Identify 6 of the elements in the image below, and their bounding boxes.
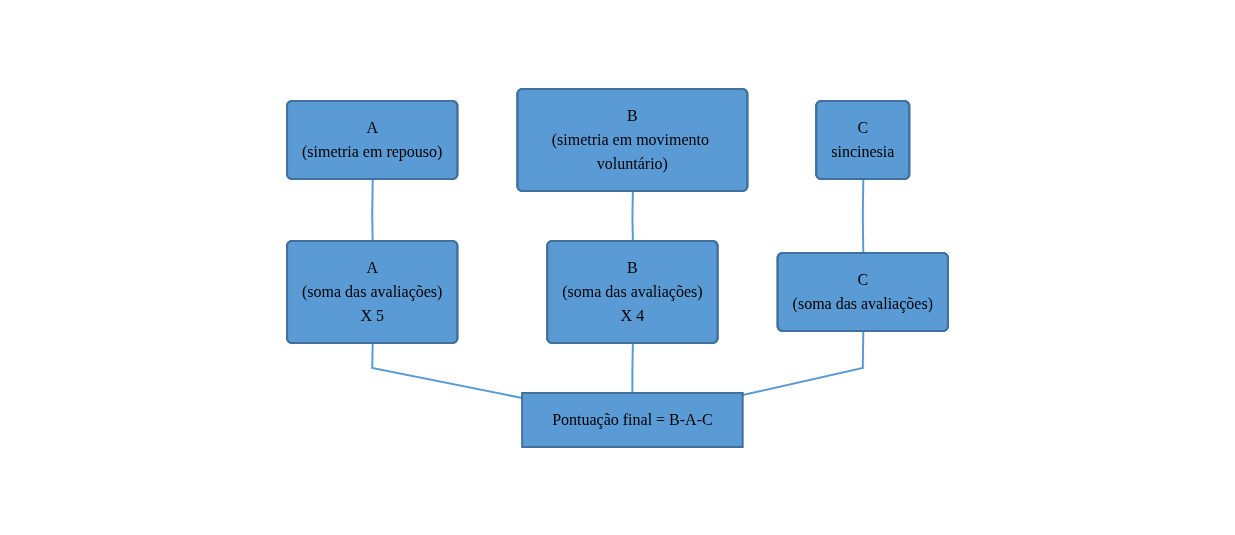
connector [631,342,634,394]
connector [631,190,634,242]
connector [371,178,374,242]
node-box: Pontuação final = B-A-C [521,391,744,448]
connector [741,330,865,396]
connector [861,178,865,254]
